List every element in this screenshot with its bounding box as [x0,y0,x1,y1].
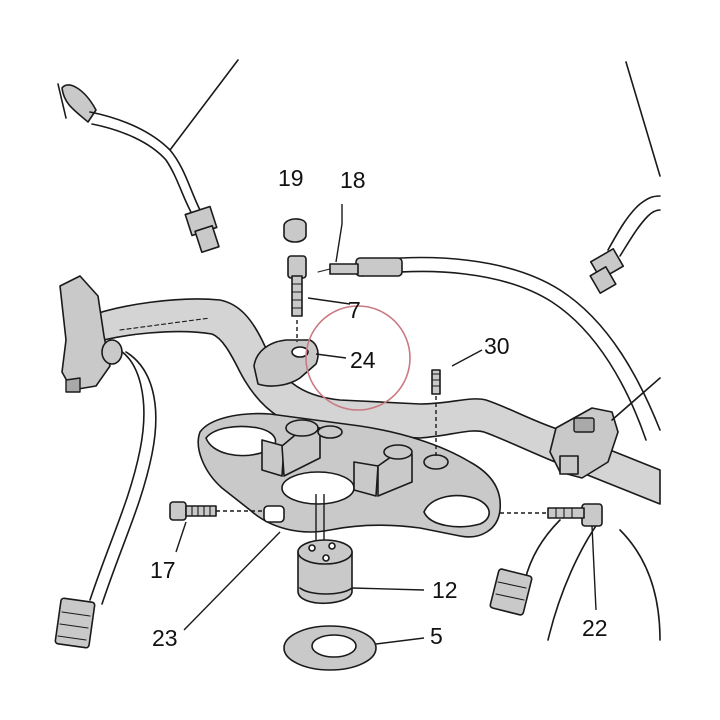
left-switch-housing [59,275,123,393]
washer [283,625,377,671]
leader-lines [175,204,597,645]
stud [431,369,441,456]
pinch-bolt-right [500,503,603,527]
pinch-bolt-left [169,501,264,521]
top-left-brake-line [57,59,239,254]
callout-23: 23 [152,625,178,651]
callout-5: 5 [430,623,443,649]
callout-19: 19 [278,165,304,191]
handlebar-clamp-cap [253,339,319,387]
callout-18: 18 [340,167,366,193]
left-switch-cable [54,347,157,649]
callout-24: 24 [350,347,376,373]
top-triple-clamp [197,412,502,538]
top-right-brake-line [589,61,661,294]
throttle-cable [317,256,661,441]
highlight-circle [305,305,411,411]
right-switch-cable [489,519,661,641]
clamp-bolt [287,255,307,342]
callout-7: 7 [348,297,361,323]
callout-22: 22 [582,615,608,641]
plug-cap [283,218,307,243]
callout-30: 30 [484,333,510,359]
callout-17: 17 [150,557,176,583]
callout-labels: 19 18 7 24 30 17 12 23 5 22 [150,165,608,651]
callout-12: 12 [432,577,458,603]
right-switch-housing [549,377,661,479]
steering-stem-nut [297,494,353,604]
